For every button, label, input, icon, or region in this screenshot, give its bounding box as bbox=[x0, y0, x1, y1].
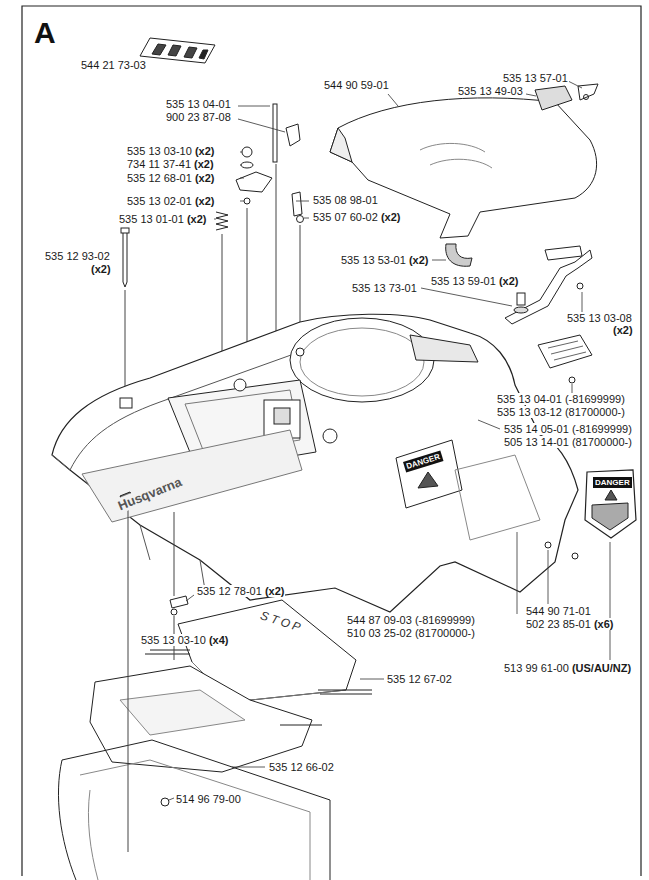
part-number: 535 13 57-01 bbox=[502, 72, 569, 84]
part-number: 535 13 03-08 bbox=[566, 312, 633, 324]
part-number: (x2) bbox=[612, 324, 634, 336]
part-number: 535 12 78-01 (x2) bbox=[196, 585, 285, 597]
part-number: 535 13 03-10 (x2) bbox=[126, 145, 215, 157]
part-number: 535 13 59-01 (x2) bbox=[430, 275, 519, 287]
part-number: 544 90 59-01 bbox=[323, 79, 390, 91]
part-number: 535 12 68-01 (x2) bbox=[126, 172, 215, 184]
part-number: 513 99 61-00 (US/AU/NZ) bbox=[503, 662, 632, 674]
part-number: 544 87 09-03 (-81699999) bbox=[346, 614, 476, 626]
part-number: 502 23 85-01 (x6) bbox=[525, 618, 614, 630]
part-number: 535 13 49-03 bbox=[457, 85, 524, 97]
part-number: 535 07 60-02 (x2) bbox=[312, 211, 401, 223]
part-number: 505 13 14-01 (81700000-) bbox=[503, 436, 633, 448]
part-number: 514 96 79-00 bbox=[175, 793, 242, 805]
part-number: 535 12 66-02 bbox=[268, 761, 335, 773]
warning-decal: DANGER bbox=[593, 477, 632, 488]
part-number: 535 13 04-01 (-81699999) bbox=[496, 393, 626, 405]
part-number: 900 23 87-08 bbox=[165, 111, 232, 123]
part-number: 535 14 05-01 (-81699999) bbox=[503, 423, 633, 435]
section-letter: A bbox=[34, 18, 56, 48]
part-number: 544 90 71-01 bbox=[525, 605, 592, 617]
part-number: 535 13 02-01 (x2) bbox=[126, 195, 215, 207]
part-number: (x2) bbox=[90, 263, 112, 275]
part-number: 544 21 73-03 bbox=[80, 59, 147, 71]
part-number: 510 03 25-02 (81700000-) bbox=[346, 627, 476, 639]
part-number: 535 13 73-01 bbox=[351, 282, 418, 294]
part-number: 535 13 03-10 (x4) bbox=[140, 634, 229, 646]
part-number: 535 12 67-02 bbox=[386, 673, 453, 685]
part-number: 734 11 37-41 (x2) bbox=[126, 158, 215, 170]
part-number: 535 13 53-01 (x2) bbox=[340, 254, 429, 266]
part-number: 535 13 04-01 bbox=[165, 98, 232, 110]
part-number: 535 13 03-12 (81700000-) bbox=[496, 406, 626, 418]
part-number: 535 12 93-02 bbox=[44, 250, 111, 262]
part-number: 535 08 98-01 bbox=[312, 194, 379, 206]
part-number: 535 13 01-01 (x2) bbox=[118, 213, 207, 225]
